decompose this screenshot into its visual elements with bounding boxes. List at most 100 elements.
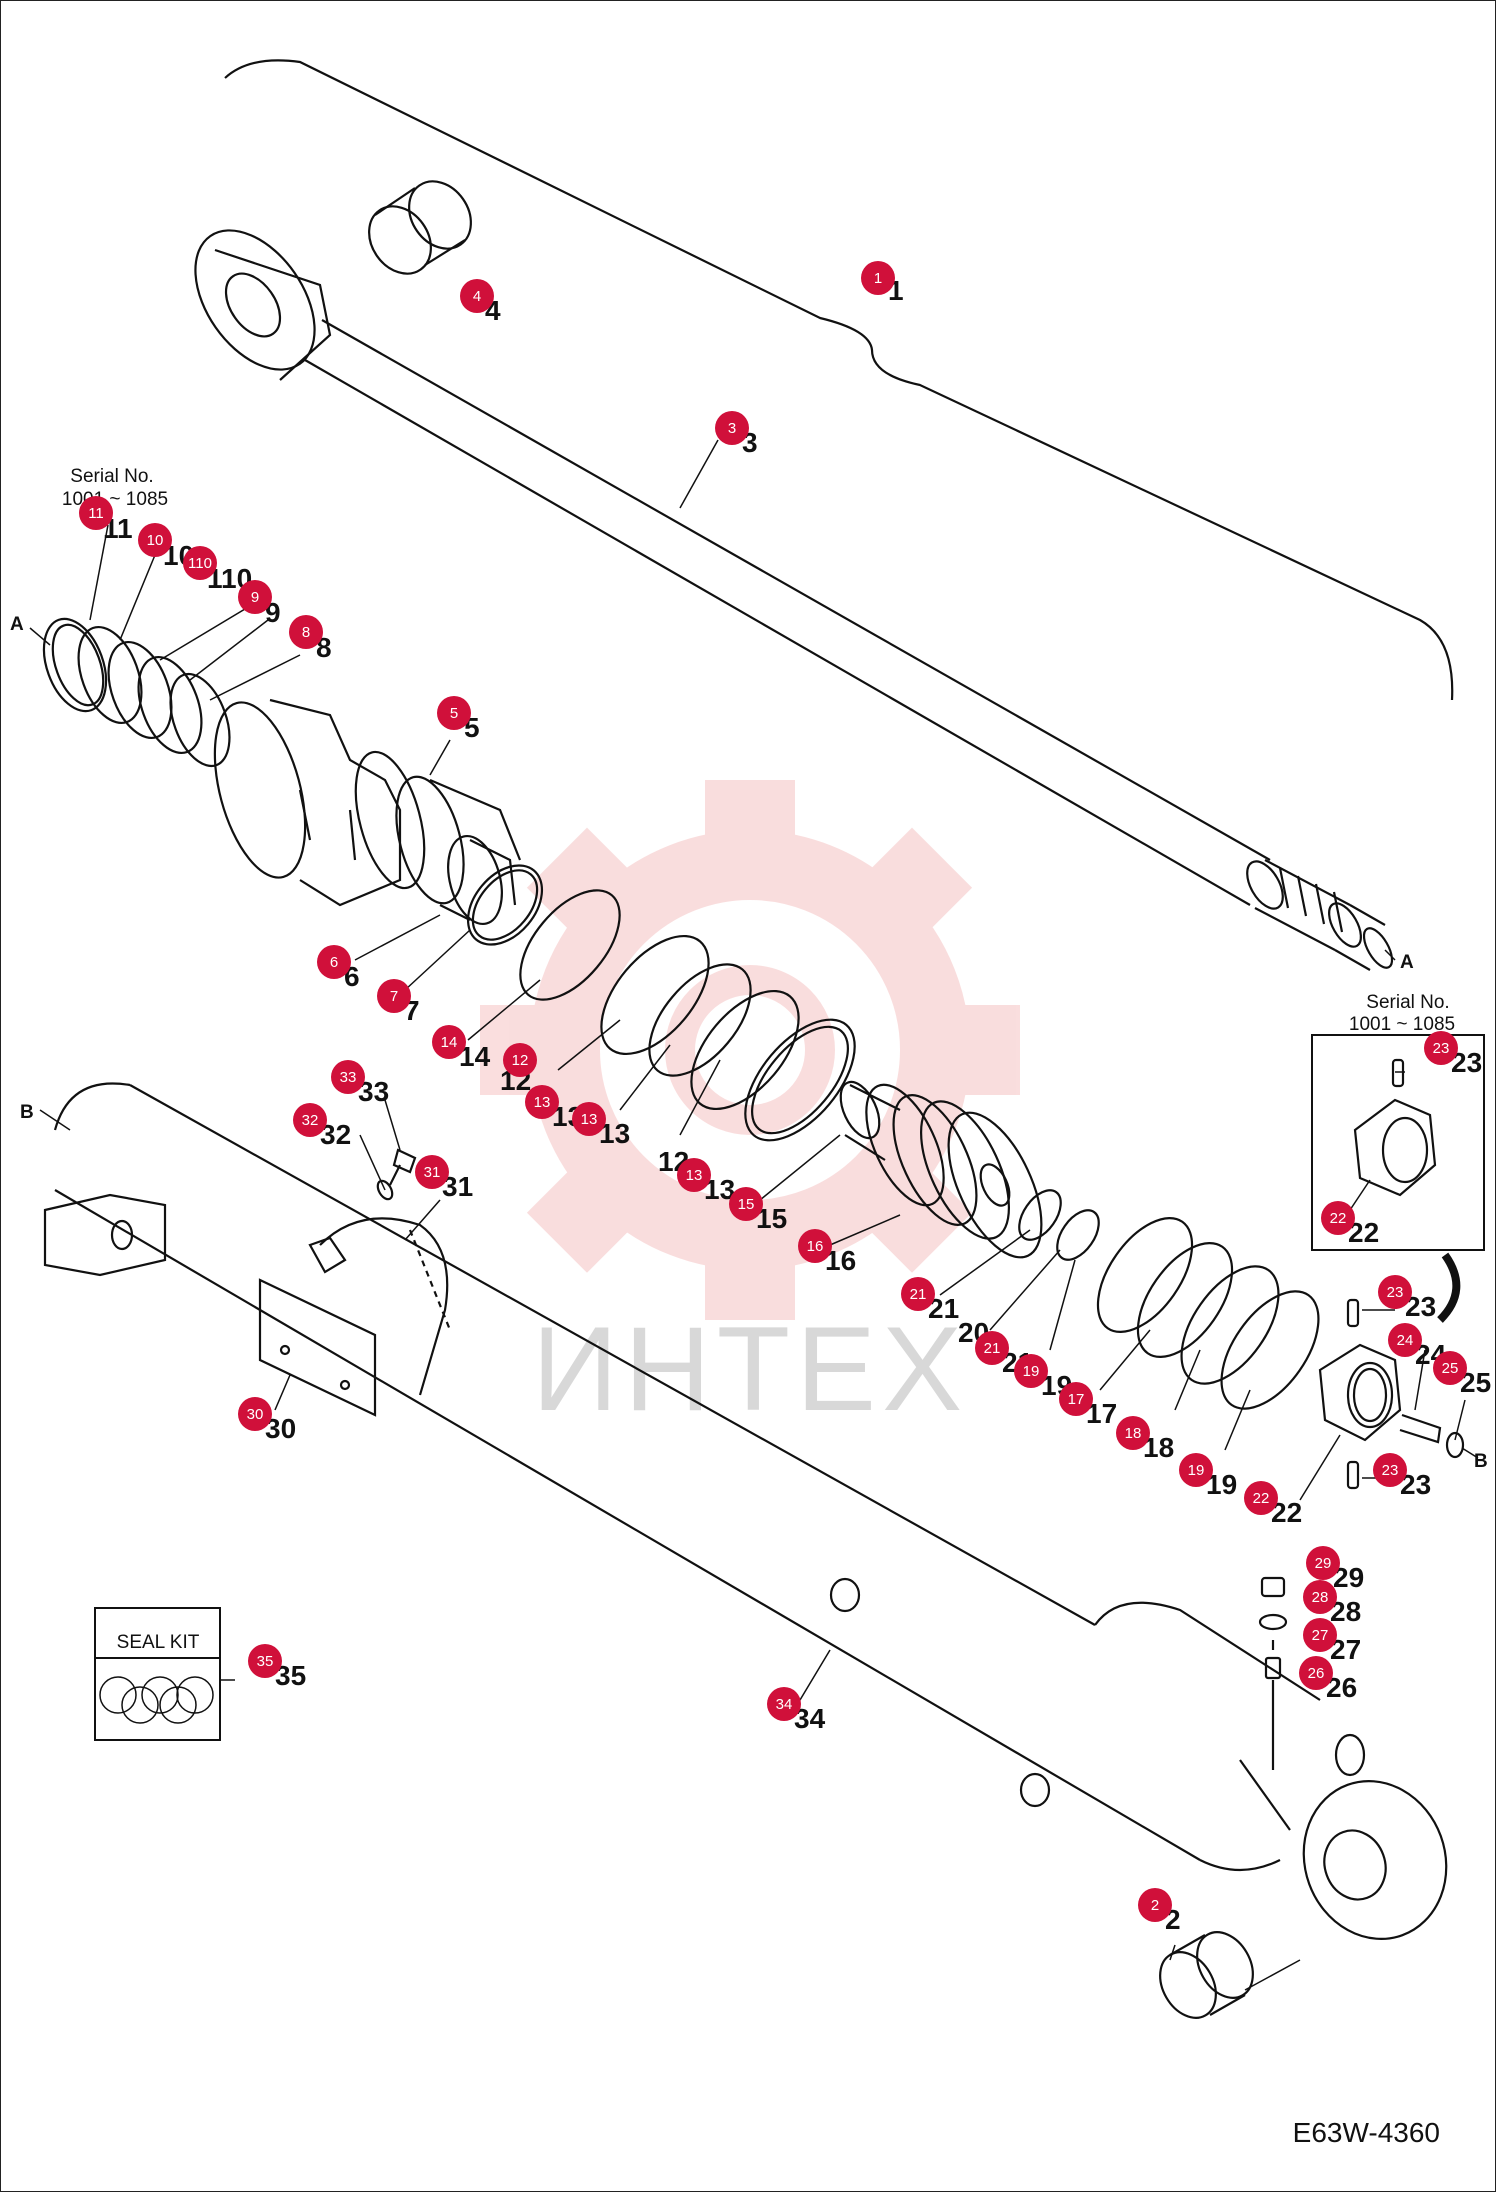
callout-marker-m13a[interactable]: 13 <box>525 1085 559 1119</box>
marker-dot <box>138 523 172 557</box>
marker-dot <box>432 1025 466 1059</box>
watermark-text: ИНТЕХ <box>532 1302 968 1436</box>
callout-marker-m4[interactable]: 4 <box>460 279 494 313</box>
callout-marker-m14[interactable]: 14 <box>432 1025 466 1059</box>
callout-marker-m6[interactable]: 6 <box>317 945 351 979</box>
watermark-logo <box>480 780 1020 1320</box>
marker-label: 23 <box>1382 1462 1399 1479</box>
marker-label: 110 <box>188 555 212 572</box>
marker-dot <box>901 1277 935 1311</box>
callout-marker-m34[interactable]: 34 <box>767 1687 801 1721</box>
callout-marker-m21b[interactable]: 21 <box>975 1331 1009 1365</box>
marker-dot <box>677 1158 711 1192</box>
callout-marker-m10[interactable]: 10 <box>138 523 172 557</box>
callout-marker-m3[interactable]: 3 <box>715 411 749 445</box>
callout-marker-m31[interactable]: 31 <box>415 1155 449 1189</box>
marker-dot <box>415 1155 449 1189</box>
marker-label: 22 <box>1253 1490 1270 1507</box>
callout-marker-m1[interactable]: 1 <box>861 261 895 295</box>
clamp-bolt <box>308 1148 417 1274</box>
head-orings <box>466 864 856 1142</box>
marker-label: 30 <box>247 1406 264 1423</box>
marker-dot <box>525 1085 559 1119</box>
marker-dot <box>1424 1031 1458 1065</box>
point-a-left: A <box>10 614 24 635</box>
marker-dot <box>331 1060 365 1094</box>
callout-marker-m27[interactable]: 27 <box>1303 1618 1337 1652</box>
marker-label: 29 <box>1315 1555 1332 1572</box>
callout-marker-m12[interactable]: 12 <box>503 1043 537 1077</box>
inset-arrow <box>1437 1252 1461 1323</box>
marker-dot <box>1303 1618 1337 1652</box>
marker-label: 10 <box>147 532 164 549</box>
callout-marker-m30[interactable]: 30 <box>238 1397 272 1431</box>
marker-label: 13 <box>581 1111 598 1128</box>
callout-marker-m110[interactable]: 110 <box>183 546 217 580</box>
marker-label: 34 <box>776 1696 793 1713</box>
marker-label: 21 <box>910 1286 927 1303</box>
callout-marker-m16[interactable]: 16 <box>798 1229 832 1263</box>
callout-marker-m25[interactable]: 25 <box>1433 1351 1467 1385</box>
callout-marker-m17[interactable]: 17 <box>1059 1382 1093 1416</box>
callout-marker-m7[interactable]: 7 <box>377 979 411 1013</box>
callout-marker-m9[interactable]: 9 <box>238 580 272 614</box>
callout-marker-m13c[interactable]: 13 <box>677 1158 711 1192</box>
callout-marker-m5[interactable]: 5 <box>437 696 471 730</box>
marker-dot <box>767 1687 801 1721</box>
bushing-top <box>368 180 472 275</box>
marker-dot <box>437 696 471 730</box>
callout-marker-m18[interactable]: 18 <box>1116 1416 1150 1450</box>
callout-marker-m22a[interactable]: 22 <box>1244 1481 1278 1515</box>
bracket <box>258 1217 452 1417</box>
marker-dot <box>798 1229 832 1263</box>
marker-dot <box>572 1102 606 1136</box>
callout-marker-m8[interactable]: 8 <box>289 615 323 649</box>
marker-dot <box>317 945 351 979</box>
callout-marker-m22b[interactable]: 22 <box>1321 1201 1355 1235</box>
marker-label: 33 <box>340 1069 357 1086</box>
marker-dot <box>1373 1453 1407 1487</box>
marker-label: 28 <box>1312 1589 1329 1606</box>
marker-label: 35 <box>257 1653 274 1670</box>
marker-dot <box>861 261 895 295</box>
callout-marker-m26[interactable]: 26 <box>1299 1656 1333 1690</box>
callout-marker-m13b[interactable]: 13 <box>572 1102 606 1136</box>
seal-kit-label: SEAL KIT <box>117 1632 200 1653</box>
marker-dot <box>1244 1481 1278 1515</box>
marker-label: 14 <box>441 1034 458 1051</box>
callout-marker-m2[interactable]: 2 <box>1138 1888 1172 1922</box>
marker-dot <box>1303 1580 1337 1614</box>
callout-marker-m11[interactable]: 11 <box>79 496 113 530</box>
marker-dot <box>975 1331 1009 1365</box>
callout-markers: 1234567891011011121313131415161718191921… <box>79 261 1467 1922</box>
callout-marker-m21a[interactable]: 21 <box>901 1277 935 1311</box>
marker-dot <box>1179 1453 1213 1487</box>
callout-marker-m35[interactable]: 35 <box>248 1644 282 1678</box>
callout-marker-m28[interactable]: 28 <box>1303 1580 1337 1614</box>
callout-marker-m33[interactable]: 33 <box>331 1060 365 1094</box>
callout-marker-m29[interactable]: 29 <box>1306 1546 1340 1580</box>
callout-marker-m19a[interactable]: 19 <box>1014 1354 1048 1388</box>
callout-marker-m23a[interactable]: 23 <box>1424 1031 1458 1065</box>
marker-dot <box>79 496 113 530</box>
callout-marker-m32[interactable]: 32 <box>293 1103 327 1137</box>
marker-dot <box>1306 1546 1340 1580</box>
marker-label: 27 <box>1312 1627 1329 1644</box>
marker-label: 16 <box>807 1238 824 1255</box>
marker-dot <box>238 580 272 614</box>
callout-marker-m24[interactable]: 24 <box>1388 1323 1422 1357</box>
callout-marker-m23b[interactable]: 23 <box>1378 1275 1412 1309</box>
rod-assembly-brace <box>224 59 1454 701</box>
marker-dot <box>460 279 494 313</box>
callout-marker-m19b[interactable]: 19 <box>1179 1453 1213 1487</box>
marker-dot <box>289 615 323 649</box>
bushing-bottom <box>1159 1931 1254 2019</box>
callout-marker-m15[interactable]: 15 <box>729 1187 763 1221</box>
cylinder-tube <box>43 1082 1448 1940</box>
marker-dot <box>1299 1656 1333 1690</box>
marker-label: 13 <box>686 1167 703 1184</box>
callout-marker-m23c[interactable]: 23 <box>1373 1453 1407 1487</box>
marker-dot <box>293 1103 327 1137</box>
serial-note-title-left: Serial No. <box>70 466 153 487</box>
